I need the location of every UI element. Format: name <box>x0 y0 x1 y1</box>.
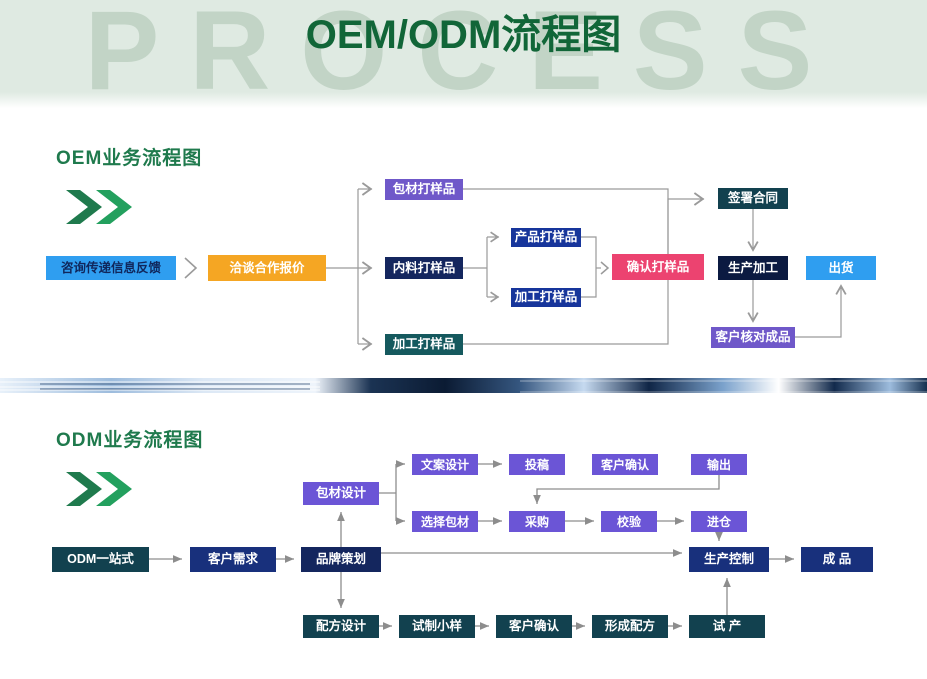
flow-node-oem-1[interactable]: 咨询传递信息反馈 <box>46 256 176 280</box>
flow-node-odm-10[interactable]: 采购 <box>509 511 565 532</box>
flow-node-oem-7[interactable]: 加工打样品 <box>511 288 581 307</box>
header-fade <box>0 92 927 108</box>
double-chevron-icon-oem <box>62 186 144 233</box>
section-title-oem: OEM业务流程图 <box>56 148 203 169</box>
flow-node-odm-2[interactable]: 客户需求 <box>190 547 276 572</box>
flow-node-odm-3[interactable]: 品牌策划 <box>301 547 381 572</box>
flow-node-oem-9[interactable]: 签署合同 <box>718 188 788 209</box>
page-title: OEM/ODM流程图 <box>305 13 622 57</box>
double-chevron-icon-odm <box>62 468 144 515</box>
flow-node-odm-9[interactable]: 输出 <box>691 454 747 475</box>
flow-node-odm-18[interactable]: 形成配方 <box>592 615 668 638</box>
photo-band-divider <box>0 374 927 396</box>
flow-node-odm-8[interactable]: 客户确认 <box>592 454 658 475</box>
section-title-odm: ODM业务流程图 <box>56 430 204 451</box>
flow-node-odm-6[interactable]: 选择包材 <box>412 511 478 532</box>
flow-node-odm-17[interactable]: 客户确认 <box>496 615 572 638</box>
header-watermark: PROCESS <box>84 0 843 108</box>
flow-node-oem-4[interactable]: 内料打样品 <box>385 257 463 279</box>
flow-node-odm-4[interactable]: 包材设计 <box>303 482 379 505</box>
flow-node-oem-2[interactable]: 洽谈合作报价 <box>208 255 326 281</box>
flow-node-oem-5[interactable]: 加工打样品 <box>385 334 463 355</box>
flow-node-oem-10[interactable]: 生产加工 <box>718 256 788 280</box>
flow-node-odm-15[interactable]: 配方设计 <box>303 615 379 638</box>
flow-node-odm-1[interactable]: ODM一站式 <box>52 547 149 572</box>
flow-node-odm-5[interactable]: 文案设计 <box>412 454 478 475</box>
page-header: PROCESS OEM/ODM流程图 <box>0 0 927 108</box>
flow-node-oem-6[interactable]: 产品打样品 <box>511 228 581 247</box>
flow-node-oem-11[interactable]: 客户核对成品 <box>711 327 795 348</box>
flow-node-odm-13[interactable]: 生产控制 <box>689 547 769 572</box>
flow-node-odm-16[interactable]: 试制小样 <box>399 615 475 638</box>
flow-node-odm-11[interactable]: 校验 <box>601 511 657 532</box>
flow-node-oem-12[interactable]: 出货 <box>806 256 876 280</box>
flow-node-odm-7[interactable]: 投稿 <box>509 454 565 475</box>
flow-node-odm-19[interactable]: 试 产 <box>689 615 765 638</box>
flow-node-oem-3[interactable]: 包材打样品 <box>385 179 463 200</box>
flow-node-odm-12[interactable]: 进仓 <box>691 511 747 532</box>
flow-node-odm-14[interactable]: 成 品 <box>801 547 873 572</box>
flow-node-oem-8[interactable]: 确认打样品 <box>612 254 704 280</box>
